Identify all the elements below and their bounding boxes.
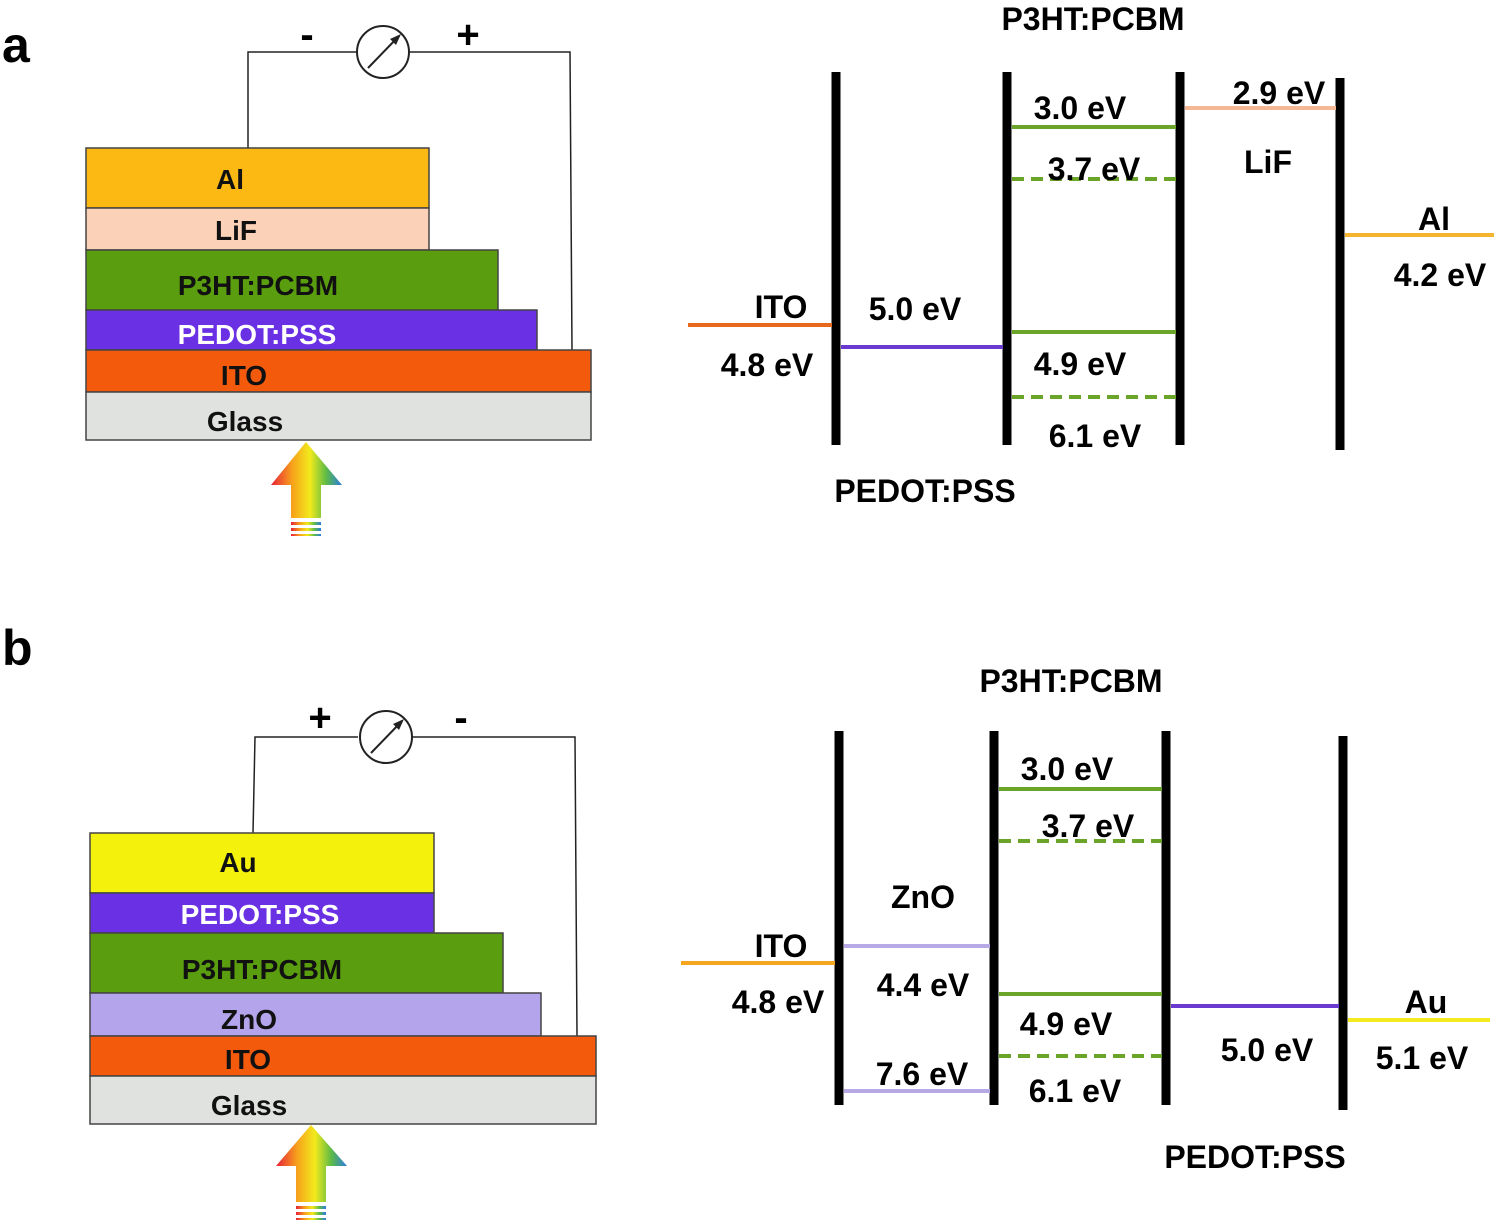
- layer-glass: [85, 391, 592, 441]
- pcbm-lumo-value: 3.7 eV: [1042, 808, 1135, 844]
- layer-pedot-pss: [85, 309, 538, 351]
- circuit-wire-left: [252, 736, 358, 834]
- layer-label-zno: ZnO: [221, 1004, 277, 1035]
- device-stack: - + Al LiF P3HT:PCBM PEDOT:PSS ITO Glass: [85, 13, 592, 536]
- panel-a: a - + Al LiF P3HT:PCBM PEDOT:PSS ITO Gla…: [2, 1, 1494, 536]
- device-stack: + - Au PEDOT:PSS P3HT:PCBM ZnO ITO Glass: [89, 696, 597, 1220]
- layer-al: [85, 147, 430, 209]
- panel-b: b + - Au PEDOT:PSS P3HT:PCBM ZnO ITO Gla…: [2, 620, 1490, 1220]
- layer-label-p3ht-pcbm: P3HT:PCBM: [182, 954, 342, 985]
- layer-label-al: Al: [216, 164, 244, 195]
- pcbm-lumo-value: 3.7 eV: [1048, 151, 1141, 187]
- top-label: P3HT:PCBM: [979, 663, 1162, 699]
- circuit-wire-right: [410, 51, 573, 351]
- layer-ito: [85, 349, 592, 393]
- zno-name: ZnO: [891, 879, 955, 915]
- energy-diagram: P3HT:PCBM PEDOT:PSS ITO 4.8 eV 5.0 eV 3.…: [688, 1, 1494, 509]
- terminal-plus: +: [308, 696, 331, 740]
- circuit-wire-right: [412, 736, 578, 1037]
- light-arrow-icon: [271, 442, 342, 536]
- p3ht-homo-value: 4.9 eV: [1020, 1006, 1113, 1042]
- zno-vb-value: 7.6 eV: [876, 1056, 969, 1092]
- layer-label-au: Au: [219, 847, 256, 878]
- pcbm-homo-value: 6.1 eV: [1049, 418, 1142, 454]
- layer-ito: [89, 1035, 597, 1077]
- layer-label-lif: LiF: [215, 215, 257, 246]
- ito-value: 4.8 eV: [732, 984, 825, 1020]
- layer-label-p3ht-pcbm: P3HT:PCBM: [178, 270, 338, 301]
- p3ht-lumo-value: 3.0 eV: [1034, 90, 1127, 126]
- al-value: 4.2 eV: [1394, 257, 1487, 293]
- zno-cb-value: 4.4 eV: [877, 967, 970, 1003]
- light-arrow-icon: [276, 1125, 347, 1220]
- pcbm-homo-value: 6.1 eV: [1029, 1073, 1122, 1109]
- bottom-label: PEDOT:PSS: [834, 473, 1015, 509]
- layer-pedot-pss: [89, 892, 435, 934]
- au-name: Au: [1405, 984, 1448, 1020]
- p3ht-lumo-value: 3.0 eV: [1021, 751, 1114, 787]
- panel-label: a: [2, 17, 31, 73]
- layer-p3ht-pcbm: [89, 932, 504, 994]
- ito-name: ITO: [755, 289, 808, 325]
- lif-value: 2.9 eV: [1233, 75, 1326, 111]
- panel-label: b: [2, 620, 33, 676]
- pedot-value: 5.0 eV: [869, 291, 962, 327]
- au-value: 5.1 eV: [1376, 1040, 1469, 1076]
- layer-p3ht-pcbm: [85, 249, 499, 311]
- terminal-minus: -: [300, 13, 313, 57]
- ito-name: ITO: [755, 928, 808, 964]
- pedot-value: 5.0 eV: [1221, 1032, 1314, 1068]
- layer-label-ito: ITO: [221, 360, 267, 391]
- bottom-label: PEDOT:PSS: [1164, 1139, 1345, 1175]
- layer-label-glass: Glass: [211, 1090, 287, 1121]
- terminal-plus: +: [456, 13, 479, 57]
- layer-label-ito: ITO: [225, 1044, 271, 1075]
- layer-zno: [89, 992, 542, 1037]
- layer-au: [89, 832, 435, 894]
- layer-lif: [85, 207, 430, 251]
- layer-label-pedot-pss: PEDOT:PSS: [178, 319, 337, 350]
- lif-name: LiF: [1244, 144, 1292, 180]
- layer-label-pedot-pss: PEDOT:PSS: [181, 899, 340, 930]
- ito-value: 4.8 eV: [721, 347, 814, 383]
- energy-diagram: P3HT:PCBM PEDOT:PSS ITO 4.8 eV ZnO 4.4 e…: [681, 663, 1490, 1175]
- circuit-wire-left: [247, 51, 356, 148]
- layer-label-glass: Glass: [207, 406, 283, 437]
- p3ht-homo-value: 4.9 eV: [1034, 346, 1127, 382]
- al-name: Al: [1418, 201, 1450, 237]
- top-label: P3HT:PCBM: [1001, 1, 1184, 37]
- terminal-minus: -: [454, 696, 467, 740]
- layer-glass: [89, 1075, 597, 1125]
